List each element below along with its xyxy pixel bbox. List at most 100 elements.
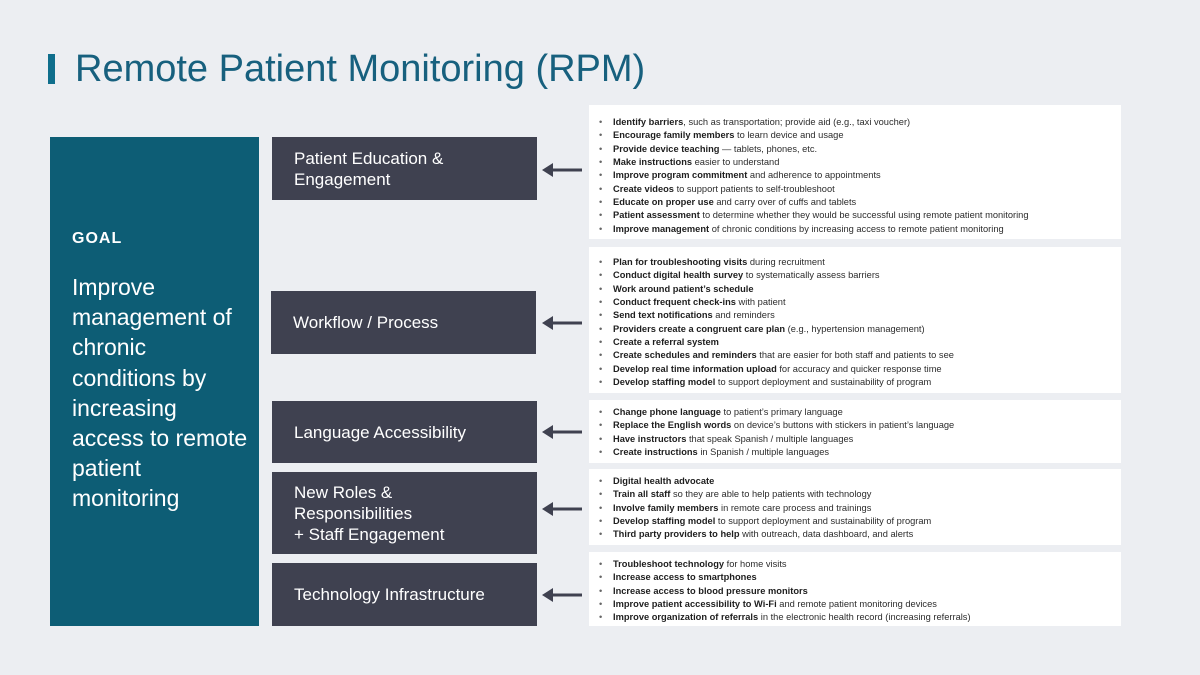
item-text: to learn device and usage: [734, 130, 844, 141]
bullet-icon: •: [599, 363, 603, 374]
bullet-icon: •: [599, 502, 603, 513]
item-text: to patient’s primary language: [720, 407, 843, 417]
detail-panel: •Plan for troubleshooting visits during …: [589, 247, 1121, 393]
list-item: •Third party providers to help with outr…: [599, 528, 1121, 541]
list-item: •Improve program commitment and adherenc…: [599, 169, 1121, 182]
list-item: • Develop real time information upload fo…: [599, 363, 1121, 376]
category-box: Workflow / Process: [271, 291, 536, 354]
detail-list: •Change phone language to patient’s prim…: [599, 400, 1121, 459]
list-item: •Conduct frequent check-ins with patient: [599, 296, 1121, 309]
bullet-icon: •: [599, 407, 603, 417]
list-item: •Improve organization of referrals in th…: [599, 611, 1121, 624]
left-arrow-icon: [542, 502, 582, 516]
item-highlight: Increase access to smartphones: [613, 572, 757, 583]
bullet-icon: •: [599, 197, 603, 208]
item-highlight: Identify barriers: [613, 117, 684, 127]
item-text: in Spanish / multiple languages: [697, 447, 830, 458]
item-highlight: Troubleshoot technology: [613, 559, 725, 569]
category-box: Technology Infrastructure: [272, 563, 537, 626]
list-item: •Improve patient accessibility to Wi-Fi …: [599, 598, 1121, 611]
item-highlight: Create a referral system: [613, 337, 719, 348]
list-item: •Plan for troubleshooting visits during …: [599, 256, 1121, 269]
item-text: and remote patient monitoring devices: [776, 599, 937, 610]
item-highlight: Improve organization of referrals: [613, 612, 759, 623]
item-highlight: Conduct digital health survey: [613, 270, 744, 281]
title-accent-bar: [48, 54, 55, 84]
item-text: and reminders: [712, 310, 775, 321]
item-text: to determine whether they would be succe…: [699, 210, 1029, 221]
detail-panel: •Digital health advocate•Train all staff…: [589, 469, 1121, 545]
bullet-icon: •: [599, 447, 603, 458]
goal-panel: GOAL Improve management of chronic condi…: [50, 137, 259, 626]
list-item: •Provide device teaching — tablets, phon…: [599, 143, 1121, 156]
item-text: for home visits: [724, 559, 787, 569]
item-highlight: Digital health advocate: [613, 476, 715, 486]
detail-list: •Identify barriers, such as transportati…: [599, 105, 1121, 236]
item-text: so they are able to help patients with t…: [670, 489, 872, 500]
item-text: (e.g., hypertension management): [785, 323, 925, 334]
bullet-icon: •: [599, 283, 603, 294]
detail-panel: •Change phone language to patient’s prim…: [589, 400, 1121, 463]
item-text: and adherence to appointments: [747, 170, 881, 181]
list-item: •Create instructions in Spanish / multip…: [599, 446, 1121, 459]
detail-list: •Plan for troubleshooting visits during …: [599, 247, 1121, 389]
bullet-icon: •: [599, 117, 603, 127]
bullet-icon: •: [599, 210, 603, 221]
item-highlight: Develop staffing model: [613, 516, 716, 527]
item-text: to systematically assess barriers: [743, 270, 880, 281]
list-item: • Create a referral system: [599, 336, 1121, 349]
item-highlight: Work around patient’s schedule: [613, 283, 754, 294]
bullet-icon: •: [599, 612, 603, 623]
list-item: • Conduct digital health survey to system…: [599, 269, 1121, 282]
bullet-icon: •: [599, 337, 603, 348]
category-label: New Roles & Responsibilities + Staff Eng…: [294, 482, 445, 544]
list-item: •Identify barriers, such as transportati…: [599, 116, 1121, 129]
list-item: •Train all staff so they are able to hel…: [599, 488, 1121, 501]
bullet-icon: •: [599, 270, 603, 281]
bullet-icon: •: [599, 585, 603, 596]
item-highlight: Develop real time information upload: [613, 363, 777, 374]
list-item: •Patient assessment to determine whether…: [599, 209, 1121, 222]
item-highlight: Train all staff: [613, 489, 671, 500]
list-item: • Troubleshoot technology for home visits: [599, 558, 1121, 571]
category-label: Technology Infrastructure: [294, 585, 485, 604]
bullet-icon: •: [599, 516, 603, 527]
item-text: — tablets, phones, etc.: [719, 143, 818, 154]
goal-text: Improve management of chronic conditions…: [72, 274, 248, 512]
category-box: Language Accessibility: [272, 401, 537, 463]
item-text: during recruitment: [747, 257, 825, 267]
detail-list: •Digital health advocate•Train all staff…: [599, 469, 1121, 542]
item-highlight: Involve family members: [613, 502, 719, 513]
list-item: •Encourage family members to learn devic…: [599, 129, 1121, 142]
list-item: •Develop staffing model to support deplo…: [599, 515, 1121, 528]
item-text: in remote care process and trainings: [718, 502, 872, 513]
bullet-icon: •: [599, 476, 603, 486]
item-highlight: Replace the English words: [613, 420, 732, 431]
item-highlight: Make instructions: [613, 157, 693, 168]
bullet-icon: •: [599, 183, 603, 194]
list-item: • Increase access to smartphones: [599, 571, 1121, 584]
bullet-icon: •: [599, 529, 603, 540]
item-text: for accuracy and quicker response time: [776, 363, 942, 374]
item-text: easier to understand: [692, 157, 780, 168]
bullet-icon: •: [599, 599, 603, 610]
list-item: •Increase access to blood pressure monit…: [599, 585, 1121, 598]
category-label: Patient Education & Engagement: [294, 148, 444, 189]
list-item: •Send text notifications and reminders: [599, 309, 1121, 322]
item-text: to support deployment and sustainability…: [715, 377, 932, 388]
item-text: that speak Spanish / multiple languages: [686, 433, 854, 444]
list-item: •Replace the English words on device’s b…: [599, 419, 1121, 432]
item-text: to support patients to self-troubleshoot: [673, 183, 835, 194]
list-item: • Digital health advocate: [599, 475, 1121, 488]
item-text: with outreach, data dashboard, and alert…: [739, 529, 914, 540]
bullet-icon: •: [599, 572, 603, 583]
bullet-icon: •: [599, 559, 603, 569]
detail-panel: •Identify barriers, such as transportati…: [589, 105, 1121, 239]
page-title: Remote Patient Monitoring (RPM): [75, 48, 646, 90]
item-text: that are easier for both staff and patie…: [756, 350, 954, 361]
list-item: •Educate on proper use and carry over of…: [599, 196, 1121, 209]
bullet-icon: •: [599, 130, 603, 141]
bullet-icon: •: [599, 170, 603, 181]
left-arrow-icon: [542, 163, 582, 177]
list-item: •Develop staffing model to support deplo…: [599, 376, 1121, 389]
